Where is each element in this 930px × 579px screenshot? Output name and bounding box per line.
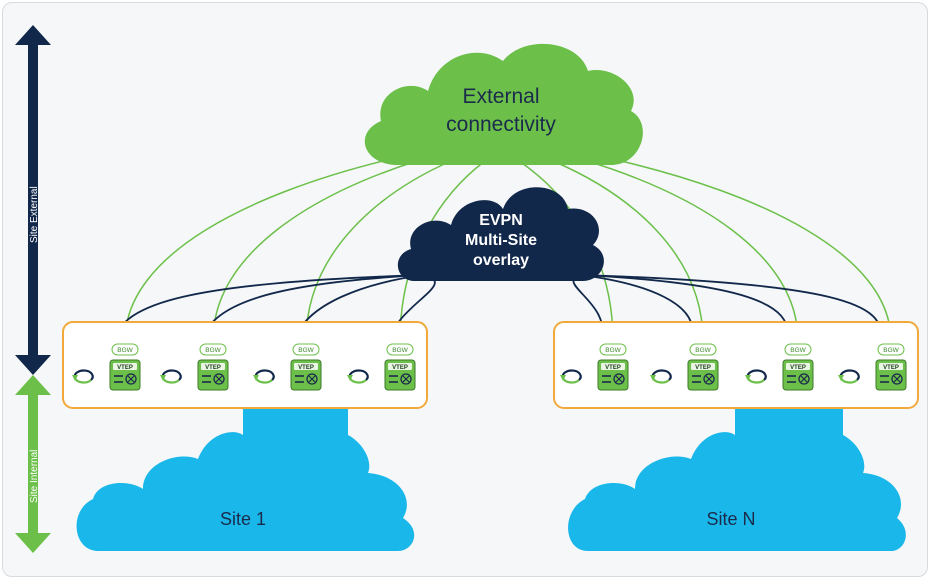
vtep-label: VTEP (605, 365, 621, 371)
site-external-label: Site External (29, 186, 40, 243)
external-link (212, 160, 418, 342)
loop-arrow-icon (253, 369, 275, 384)
loop-arrow-icon (160, 369, 182, 384)
site-1-label: Site 1 (220, 509, 266, 529)
vtep-label: VTEP (392, 365, 408, 371)
bgw-tag (784, 343, 812, 356)
external-link (305, 160, 452, 342)
bgw-tag (599, 343, 627, 356)
site-external-axis: Site External (15, 25, 51, 375)
vtep-label: VTEP (117, 365, 133, 371)
bgw-node: BGW VTEP (875, 343, 907, 391)
bgw-node: BGW VTEP (109, 343, 141, 391)
vtep-label: VTEP (883, 365, 899, 371)
bgw-tag (292, 343, 320, 356)
overlay-cloud-line2: Multi-Site (465, 232, 537, 249)
external-connectivity-cloud: External connectivity (364, 43, 643, 165)
external-cloud-line2: connectivity (446, 113, 556, 136)
external-cloud-line1: External (462, 85, 539, 108)
bgw-tag-label: BGW (695, 347, 711, 354)
vtep-label: VTEP (695, 365, 711, 371)
bgw-tag-label: BGW (790, 347, 806, 354)
vtep-label: VTEP (298, 365, 314, 371)
bgw-tag (199, 343, 227, 356)
diagram-canvas: Site External Site Internal External con… (15, 25, 919, 553)
bgw-tag-label: BGW (298, 347, 314, 354)
bgw-tag-label: BGW (392, 347, 408, 354)
bgw-node: BGW VTEP (290, 343, 322, 391)
overlay-cloud-line1: EVPN (479, 212, 523, 229)
loop-arrow-icon (347, 369, 369, 384)
loop-arrow-icon (838, 369, 860, 384)
site-1-cloud: Site 1 (76, 405, 415, 551)
bgw-node: BGW VTEP (197, 343, 229, 391)
bgw-nodes: BGW VTEP BGW VTEP BGW VTEP BGW VTEP BGW VTEP BGW VT… (72, 343, 907, 391)
vtep-label: VTEP (790, 365, 806, 371)
evpn-overlay-cloud: EVPN Multi-Site overlay (397, 187, 604, 281)
bgw-tag (111, 343, 139, 356)
bgw-tag (689, 343, 717, 356)
external-link (586, 160, 799, 342)
loop-arrow-icon (72, 369, 94, 384)
overlay-cloud-line3: overlay (473, 252, 529, 269)
loop-arrow-icon (650, 369, 672, 384)
bgw-tag (386, 343, 414, 356)
bgw-tag-label: BGW (117, 347, 133, 354)
loop-arrow-icon (745, 369, 767, 384)
bgw-tag-label: BGW (883, 347, 899, 354)
site-n-label: Site N (706, 509, 755, 529)
bgw-tag (877, 343, 905, 356)
bgw-node: BGW VTEP (597, 343, 629, 391)
external-link (124, 160, 384, 342)
site-internal-label: Site Internal (29, 450, 40, 503)
bgw-node: BGW VTEP (384, 343, 416, 391)
external-link (620, 160, 892, 342)
loop-arrow-icon (560, 369, 582, 384)
bgw-node: BGW VTEP (687, 343, 719, 391)
bgw-tag-label: BGW (205, 347, 221, 354)
bgw-tag-label: BGW (605, 347, 621, 354)
vtep-label: VTEP (205, 365, 221, 371)
site-1-bgw-group (62, 321, 428, 409)
site-internal-axis: Site Internal (15, 375, 51, 553)
bgw-node: BGW VTEP (782, 343, 814, 391)
external-link (552, 160, 704, 342)
site-n-cloud: Site N (568, 405, 906, 551)
site-n-bgw-group (553, 321, 919, 409)
